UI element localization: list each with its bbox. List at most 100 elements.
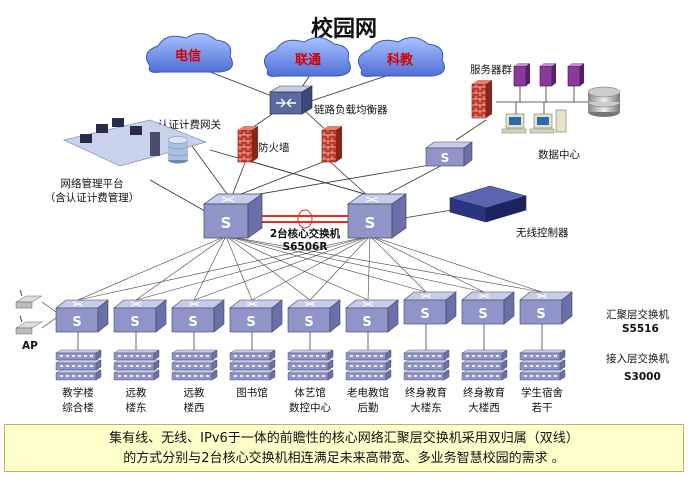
aggregation-switch: S xyxy=(461,291,515,325)
access-switch-stack xyxy=(171,349,218,381)
access-switch-stack xyxy=(345,349,392,381)
core-switch-right-arrows-icon xyxy=(365,196,379,203)
agg-uplink-core-right xyxy=(369,235,543,293)
access-switch-stack xyxy=(403,349,450,381)
ap-device-1 xyxy=(15,289,43,309)
access-uplinks xyxy=(77,324,543,350)
agg-uplink-core-left xyxy=(225,235,369,301)
aggregation-switch-icon: S xyxy=(130,315,139,330)
agg-uplink-core-left xyxy=(225,235,543,293)
firewall-left xyxy=(237,126,258,163)
access-label-1: 接入层交换机 xyxy=(606,352,669,365)
aggregation-switch: S xyxy=(519,291,573,325)
core-switch-left: S xyxy=(202,193,264,239)
firewall-right xyxy=(321,126,342,163)
load-balancer xyxy=(268,85,314,115)
isp-cloud-unicom: 联通 xyxy=(263,37,351,77)
agg-uplink-core-left xyxy=(193,235,227,301)
core-switch-right-icon: S xyxy=(365,214,376,232)
dc-switch: S xyxy=(425,141,473,167)
core-switch-right: S xyxy=(346,193,408,239)
aggregation-switch-arrows-icon xyxy=(72,301,84,307)
ap-label: AP xyxy=(22,340,38,352)
access-label-2: S3000 xyxy=(624,371,661,383)
aggregation-label-1: 汇聚层交换机 xyxy=(606,308,669,321)
aggregation-switch: S xyxy=(113,299,167,333)
aggregation-switch-icon: S xyxy=(246,315,255,330)
dc-switch-icon: S xyxy=(441,151,450,165)
agg-uplink-core-right xyxy=(135,235,371,301)
aggregation-switch-icon: S xyxy=(188,315,197,330)
server-rack-2 xyxy=(539,63,556,87)
wireless-controller-label: 无线控制器 xyxy=(516,226,569,239)
building-label-line1: 老电教馆 xyxy=(347,386,389,399)
isp-label-telecom: 电信 xyxy=(175,48,201,64)
ap-link-2 xyxy=(41,317,57,329)
access-switch-stack xyxy=(519,349,566,381)
building-label-line1: 终身教育 xyxy=(405,386,447,399)
aggregation-switch-icon: S xyxy=(304,315,313,330)
aggregation-switch: S xyxy=(55,299,109,333)
aggregation-label-2: S5516 xyxy=(622,323,659,335)
caption-box: 集有线、无线、IPv6于一体的前瞻性的核心网络汇聚层交换机采用双归属（双线） 的… xyxy=(4,424,684,472)
agg-uplink-core-left xyxy=(225,235,427,293)
data-center-label: 数据中心 xyxy=(538,148,580,161)
core-switch-left-icon: S xyxy=(221,214,232,232)
auth-gateway-label: 认证计费网关 xyxy=(158,118,221,131)
aggregation-switch-arrows-icon xyxy=(478,293,490,299)
aggregation-switch-arrows-icon xyxy=(130,301,142,307)
aggregation-switch-icon: S xyxy=(420,307,429,322)
server-rack-3 xyxy=(567,63,584,87)
access-switch-stack xyxy=(287,349,334,381)
firewall-server xyxy=(471,80,492,119)
agg-uplink-core-left xyxy=(135,235,227,301)
database-icon xyxy=(167,136,189,164)
ap-device-2 xyxy=(15,315,43,335)
building-label-line1: 终身教育 xyxy=(463,386,505,399)
agg-uplink-core-left xyxy=(225,235,253,301)
aggregation-switch-icon: S xyxy=(536,307,545,322)
access-switch-stack xyxy=(113,349,160,381)
connection-lines xyxy=(149,67,601,219)
aggregation-switch-icon: S xyxy=(72,315,81,330)
aggregation-switch: S xyxy=(345,299,399,333)
agg-uplink-core-right xyxy=(251,235,371,301)
aggregation-switch-arrows-icon xyxy=(420,293,432,299)
building-label-line2: 楼西 xyxy=(184,401,205,414)
aggregation-switch-arrows-icon xyxy=(246,301,258,307)
isp-label-cernet: 科教 xyxy=(387,52,414,68)
load-balancer-label: 链路负载均衡器 xyxy=(314,103,388,116)
core-label-2: S6506R xyxy=(283,241,328,253)
isp-cloud-cernet: 科教 xyxy=(357,37,445,77)
agg-uplink-core-left xyxy=(225,235,485,293)
firewall-label: 防火墙 xyxy=(258,141,290,154)
storage-database-icon xyxy=(587,86,621,117)
core-label-1: 2台核心交换机 xyxy=(270,227,341,240)
building-label-line1: 学生宿舍 xyxy=(521,386,563,399)
mgmt-platform-label-2: （含认证计费管理） xyxy=(45,191,140,204)
agg-uplink-core-left xyxy=(77,235,227,301)
server-group-label: 服务器群 xyxy=(470,63,512,76)
access-switch-stack xyxy=(55,349,102,381)
aggregation-switch-arrows-icon xyxy=(304,301,316,307)
access-switch-stack xyxy=(229,349,276,381)
building-label-line2: 大楼西 xyxy=(468,401,500,414)
aggregation-uplinks xyxy=(77,235,543,301)
building-label-line2: 若干 xyxy=(532,401,553,414)
access-switches xyxy=(55,349,566,381)
caption-line-2: 的方式分别与2台核心交换机相连满足未来高带宽、多业务智慧校园的需求 。 xyxy=(123,451,565,466)
access-switch-stack xyxy=(461,349,508,381)
agg-uplink-core-right xyxy=(369,235,427,293)
building-label-line2: 数控中心 xyxy=(289,401,331,414)
agg-uplink-core-right xyxy=(367,235,371,301)
server-rack-1 xyxy=(513,63,530,87)
caption-line-1: 集有线、无线、IPv6于一体的前瞻性的核心网络汇聚层交换机采用双归属（双线） xyxy=(109,431,579,446)
diagram-canvas: 校园网 xyxy=(15,16,669,414)
isp-cloud-telecom: 电信 xyxy=(145,33,233,73)
aggregation-switch: S xyxy=(403,291,457,325)
mgmt-platform xyxy=(62,118,208,167)
building-label-line1: 教学楼 xyxy=(62,386,94,399)
building-label-line2: 综合楼 xyxy=(62,401,94,414)
building-label-line1: 体艺馆 xyxy=(294,386,326,399)
